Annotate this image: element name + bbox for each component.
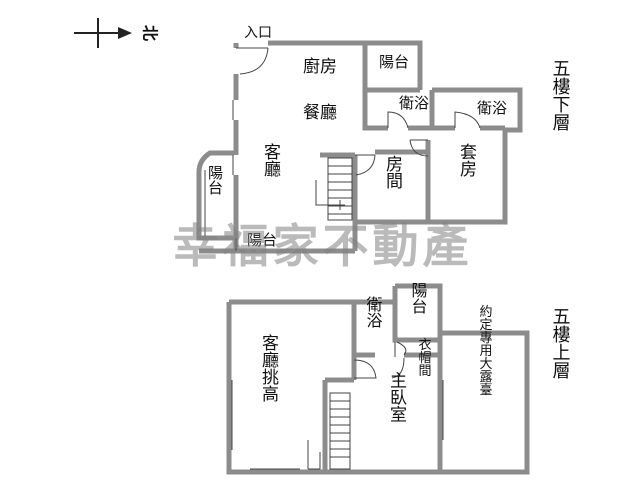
lower-suite-wall [425,125,508,225]
lower-stairs [327,157,353,221]
room-label: 房間 [382,155,403,190]
upper-floor-labels: 客廳挑高 衛浴 陽台 衣帽間 主臥室 約定專用大露臺 五樓上層 [258,282,571,423]
upper-floor-plan [226,283,530,475]
lower-outer-wall [233,40,423,222]
corridor-door-icon [409,139,429,157]
north-arrow-icon [118,27,132,39]
lower-floor-plan [196,40,523,254]
upper-living-void-label: 客廳挑高 [258,334,279,403]
upper-balcony-door-icon [394,341,407,357]
upper-bath-wall [351,299,395,355]
compass: 北 [74,18,160,48]
entrance-label: 入口 [244,25,272,41]
bath2-door-icon [454,111,481,129]
lower-floor-details [204,47,481,251]
lower-stair-wall [320,152,358,251]
lower-bath2-wall [432,87,523,133]
bath1-label: 衛浴 [399,94,429,112]
lower-floor-title: 五樓下層 [550,59,571,131]
lower-balcony-left-wall [196,150,236,241]
dining-label: 餐廳 [303,103,337,123]
living-label: 客廳 [260,143,281,177]
upper-balcony-label: 陽台 [409,282,428,314]
balcony-bottom-label: 陽台 [247,231,277,249]
upper-outer-wall-left [226,299,357,475]
upper-closet-door-icon [391,357,405,379]
balcony-left-label: 陽台 [206,165,224,195]
upper-floor-title: 五樓上層 [550,307,571,379]
upper-terrace-wall [440,330,530,475]
balcony-top-label: 陽台 [379,53,409,71]
bath1-door-icon [387,111,409,129]
lower-floor-labels: 入口 廚房 餐廳 陽台 衛浴 衛浴 客廳 陽台 陽台 房間 套房 五樓下層 [206,25,571,249]
compass-label: 北 [141,25,160,41]
upper-bath-label: 衛浴 [364,296,383,328]
bath2-label: 衛浴 [477,99,507,117]
upper-stair-arrow-icon [307,440,321,470]
room-door-icon [355,154,376,176]
upper-stair-wall [322,377,354,472]
lower-stair-arrow-icon [315,180,345,210]
terrace-label: 約定專用大露臺 [477,305,493,396]
kitchen-label: 廚房 [303,56,337,77]
upper-stairs [329,392,351,470]
master-bedroom-label: 主臥室 [386,371,407,422]
suite-label: 套房 [456,143,477,178]
entrance-door-icon [236,47,269,75]
upper-bath-door-icon [353,359,377,379]
closet-label: 衣帽間 [416,337,432,378]
lower-kitchen-balcony-wall [362,43,420,93]
upper-stair-treads [330,400,350,458]
lower-stair-treads [328,165,352,215]
upper-floor-details [231,341,444,470]
